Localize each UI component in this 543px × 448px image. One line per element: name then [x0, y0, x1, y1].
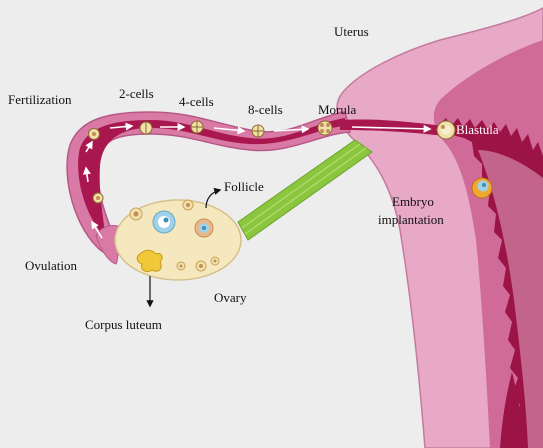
- label-fertilization: Fertilization: [8, 92, 72, 107]
- follicle-small: [196, 261, 206, 271]
- follicle-small: [183, 200, 193, 210]
- embryo-8-cells: [252, 125, 264, 137]
- blastula-cell: [437, 121, 455, 139]
- follicle-small: [211, 257, 219, 265]
- follicle-small: [177, 262, 185, 270]
- follicle-medium: [195, 219, 213, 237]
- follicle-large: [153, 211, 175, 233]
- label-morula: Morula: [318, 102, 357, 117]
- label-ovulation: Ovulation: [25, 258, 77, 273]
- label-follicle: Follicle: [224, 179, 264, 194]
- label-ovary: Ovary: [214, 290, 247, 305]
- label-embryo-implantation-line1: Embryo: [392, 194, 434, 209]
- label-embryo-implantation-line2: implantation: [378, 212, 444, 227]
- egg-ovum: [93, 193, 103, 203]
- label-corpus-luteum: Corpus luteum: [85, 317, 162, 332]
- morula-cell: [318, 121, 332, 135]
- embryo-4-cells: [191, 121, 203, 133]
- embryo-2-cells: [140, 122, 152, 134]
- egg-fertilization: [89, 129, 100, 140]
- label-8-cells: 8-cells: [248, 102, 283, 117]
- label-uterus: Uterus: [334, 24, 369, 39]
- implanted-embryo: [472, 178, 492, 198]
- label-2-cells: 2-cells: [119, 86, 154, 101]
- label-4-cells: 4-cells: [179, 94, 214, 109]
- follicle-ovulating: [130, 208, 142, 220]
- label-blastula: Blastula: [456, 122, 499, 137]
